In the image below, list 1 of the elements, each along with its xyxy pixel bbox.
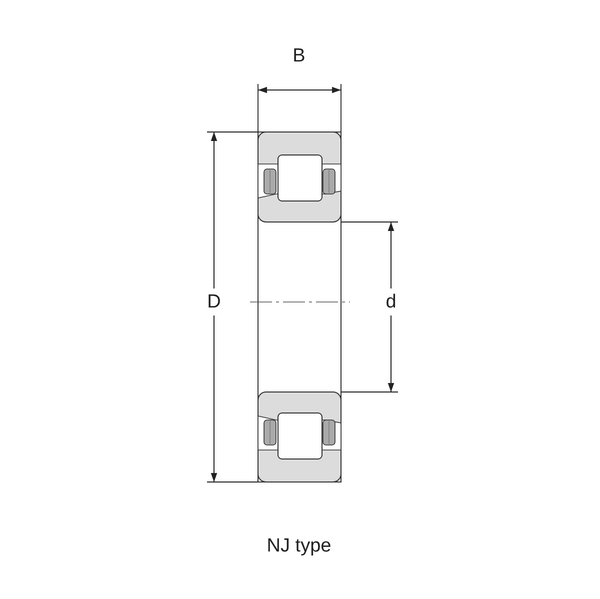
- caption: NJ type: [266, 536, 332, 556]
